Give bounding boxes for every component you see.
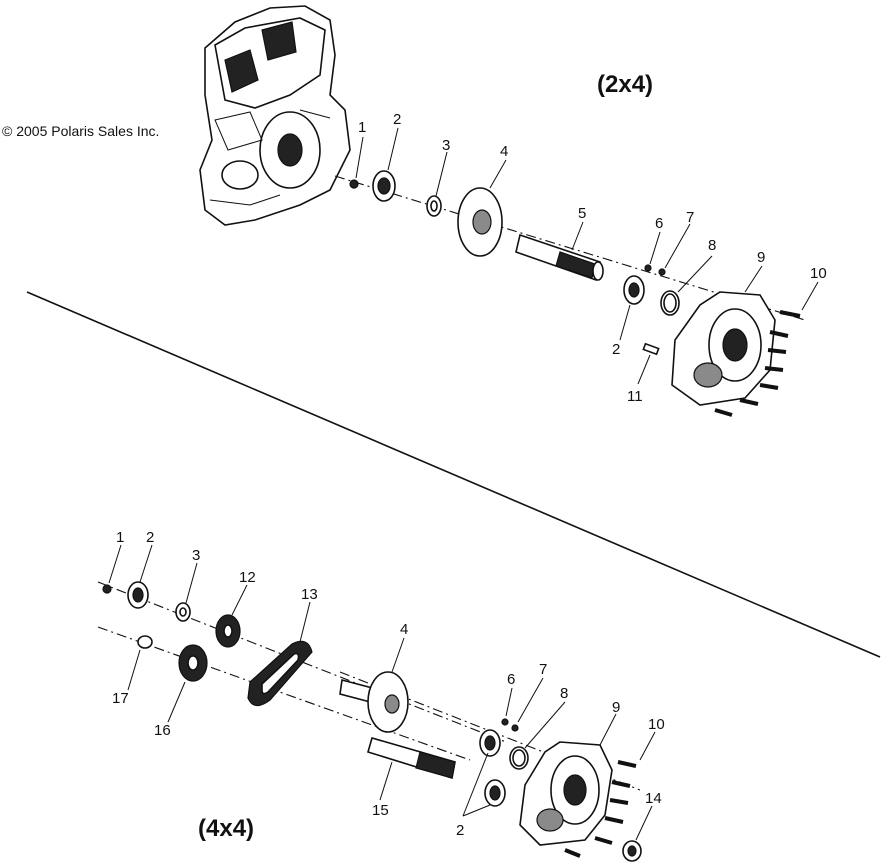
callout-top-2: 2: [393, 111, 401, 128]
callout-top-7: 7: [686, 209, 694, 226]
seal-part-3-b: [175, 602, 191, 622]
disc-part-4: [457, 187, 503, 257]
disc-part-4-b: [339, 671, 409, 733]
chain-part-13: [247, 640, 313, 707]
callout-bottom-4: 4: [400, 621, 408, 638]
callout-top-9: 9: [757, 249, 765, 266]
seal-part-14: [622, 840, 642, 862]
callout-bottom-13: 13: [301, 586, 318, 603]
copyright-notice: © 2005 Polaris Sales Inc.: [2, 123, 159, 139]
callout-top-10: 10: [810, 265, 827, 282]
oring-part-8: [660, 290, 680, 316]
callout-bottom-2b: 2: [456, 822, 464, 839]
callout-top-6: 6: [655, 215, 663, 232]
pin-part-1-b: [102, 584, 112, 594]
callout-bottom-16: 16: [154, 722, 171, 739]
pin-part-7-b: [511, 724, 519, 732]
pin-part-7: [658, 268, 666, 276]
gear-part-12: [215, 614, 241, 648]
section-title-4x4: (4x4): [198, 815, 254, 842]
cover-part-9-b: [519, 741, 613, 846]
shaft-part-5: [515, 233, 604, 282]
callout-bottom-9: 9: [612, 699, 620, 716]
pin-part-1: [349, 179, 359, 189]
oring-part-8-b: [509, 746, 529, 770]
callout-top-5: 5: [578, 205, 586, 222]
callout-bottom-1: 1: [116, 529, 124, 546]
cover-part-9: [671, 291, 776, 406]
callout-bottom-8: 8: [560, 685, 568, 702]
dowel-part-11: [642, 342, 660, 356]
pin-part-6-b: [501, 718, 509, 726]
callout-top-3: 3: [442, 137, 450, 154]
callout-bottom-14: 14: [645, 790, 662, 807]
gear-part-16: [178, 644, 208, 682]
bearing-part-2-c: [479, 729, 506, 807]
assembly-2x4: [199, 5, 819, 417]
section-divider: [26, 291, 881, 658]
callout-bottom-17: 17: [112, 690, 129, 707]
callout-bottom-3: 3: [192, 547, 200, 564]
callout-bottom-15: 15: [372, 802, 389, 819]
callout-top-11: 11: [627, 388, 643, 405]
bolts-part-10: [714, 310, 801, 417]
callout-top-1: 1: [358, 119, 366, 136]
seal-part-3: [426, 195, 442, 217]
callout-top-4: 4: [500, 143, 508, 160]
bushing-part-17: [137, 635, 153, 649]
assembly-4x4: [97, 544, 656, 862]
callout-bottom-7: 7: [539, 661, 547, 678]
section-title-2x4: (2x4): [597, 71, 653, 98]
shaft-part-15: [367, 737, 456, 780]
callout-bottom-2: 2: [146, 529, 154, 546]
bearing-part-2b: [623, 275, 645, 305]
callout-bottom-10: 10: [648, 716, 665, 733]
bolts-part-10-b: [564, 760, 637, 858]
pin-part-6: [644, 264, 652, 272]
bearing-part-2: [372, 170, 396, 202]
bearing-part-2-b: [127, 581, 149, 609]
callout-bottom-6: 6: [507, 671, 515, 688]
callout-bottom-12: 12: [239, 569, 256, 586]
callout-top-8: 8: [708, 237, 716, 254]
gearcase-housing: [199, 5, 351, 226]
callout-top-2b: 2: [612, 341, 620, 358]
